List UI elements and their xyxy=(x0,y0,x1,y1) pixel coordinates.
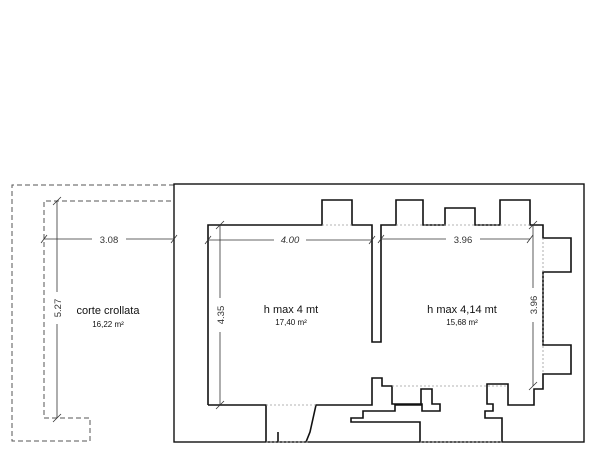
dimension-room2-width: 3.96 xyxy=(377,232,534,246)
label-room2-height: 3.96 xyxy=(529,296,540,315)
courtyard-outline xyxy=(11,184,174,442)
label-courtyard-height: 5.27 xyxy=(53,299,64,318)
dimension-courtyard-width: 3.08 xyxy=(40,232,178,246)
dimension-room1-width: 4.00 xyxy=(204,233,376,246)
dimension-room2-height: 3.96 xyxy=(526,220,540,391)
dimension-courtyard-height: 5.27 xyxy=(50,196,64,423)
label-room1-height: 4.35 xyxy=(216,306,227,325)
room-area-room1: 17,40 m² xyxy=(275,318,307,327)
room-area-courtyard: 16,22 m² xyxy=(92,320,124,329)
room-area-room2: 15,68 m² xyxy=(446,318,478,327)
label-room1-width: 4.00 xyxy=(281,235,300,246)
label-courtyard-width: 3.08 xyxy=(100,235,119,246)
central-jamb xyxy=(277,377,441,443)
label-room2-width: 3.96 xyxy=(454,235,473,246)
room-name-room1: h max 4 mt xyxy=(264,304,318,316)
room-name-room2: h max 4,14 mt xyxy=(427,304,497,316)
room-1-bottom-wall xyxy=(208,404,267,442)
building-boundary xyxy=(173,183,585,443)
dimension-room1-height: 4.35 xyxy=(213,220,227,410)
room-name-courtyard: corte crollata xyxy=(77,305,141,317)
room-1-walls xyxy=(207,199,572,442)
